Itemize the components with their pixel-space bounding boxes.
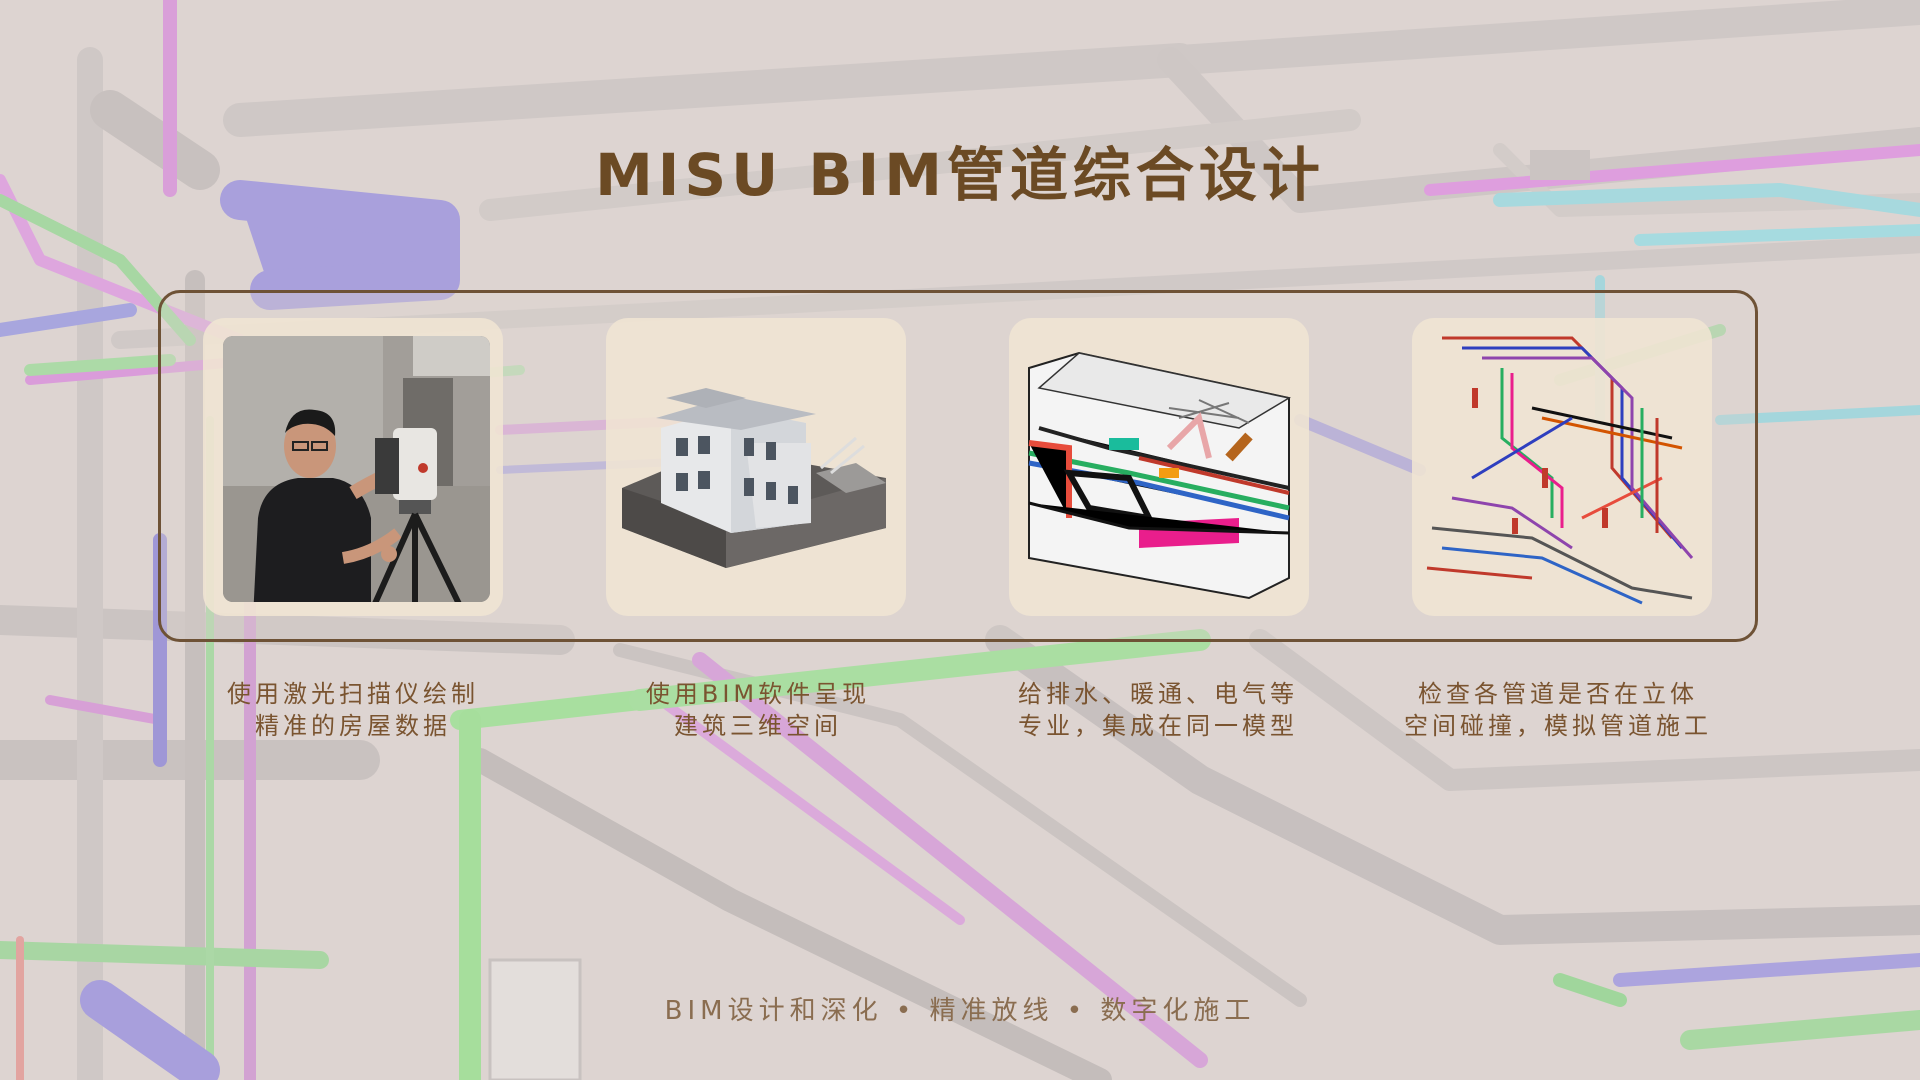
caption-clash-model: 检查各管道是否在立体 空间碰撞，模拟管道施工 <box>1368 678 1748 742</box>
caption-mep-model-line2: 专业，集成在同一模型 <box>1018 712 1298 740</box>
mep-model-image <box>1028 351 1292 600</box>
card-building-model <box>606 318 906 616</box>
page-title: MISU BIM管道综合设计 <box>595 141 1325 209</box>
caption-building-model-line1: 使用BIM软件呈现 <box>645 680 871 708</box>
caption-building-model-line2: 建筑三维空间 <box>674 712 842 740</box>
footer-tagline: BIM设计和深化 • 精准放线 • 数字化施工 <box>664 996 1256 1026</box>
clash-model-image <box>1426 336 1694 605</box>
caption-laser-scan: 使用激光扫描仪绘制 精准的房屋数据 <box>163 678 543 742</box>
card-laser-scan <box>203 318 503 616</box>
caption-mep-model: 给排水、暖通、电气等 专业，集成在同一模型 <box>968 678 1348 742</box>
building-3d-image <box>622 388 886 568</box>
caption-clash-model-line2: 空间碰撞，模拟管道施工 <box>1404 712 1712 740</box>
caption-clash-model-line1: 检查各管道是否在立体 <box>1418 680 1698 708</box>
laser-scanner-photo <box>223 336 490 602</box>
caption-mep-model-line1: 给排水、暖通、电气等 <box>1018 680 1298 708</box>
caption-laser-scan-line1: 使用激光扫描仪绘制 <box>227 680 479 708</box>
card-clash-model <box>1412 318 1712 616</box>
card-mep-model <box>1009 318 1309 616</box>
caption-laser-scan-line2: 精准的房屋数据 <box>255 712 451 740</box>
caption-building-model: 使用BIM软件呈现 建筑三维空间 <box>568 678 948 742</box>
